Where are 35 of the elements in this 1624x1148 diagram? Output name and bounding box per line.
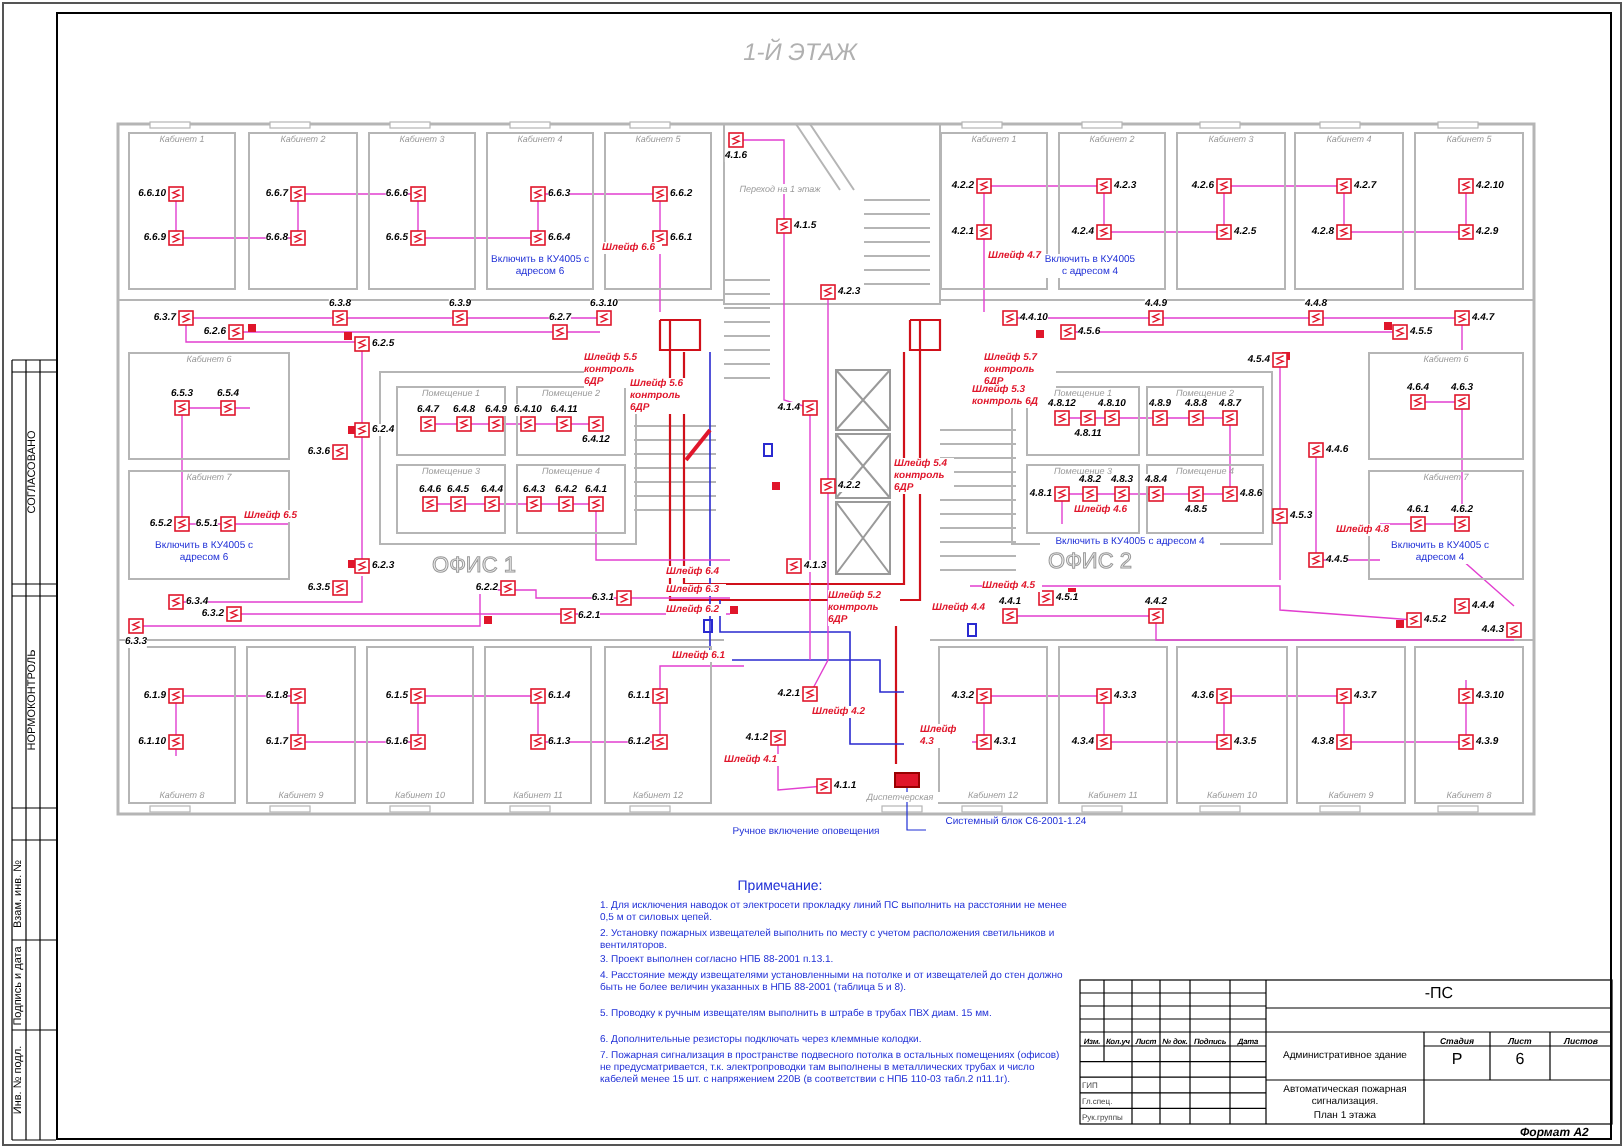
office-label: ОФИС 2 (1046, 552, 1134, 574)
room-outline (1146, 386, 1264, 456)
room-outline (1026, 464, 1140, 534)
floor-title: 1-Й ЭТАЖ (741, 40, 860, 64)
room-outline (396, 464, 506, 534)
room-outline (1176, 132, 1286, 290)
room-outline (516, 464, 626, 534)
office-label: ОФИС 1 (430, 556, 518, 578)
room-outline (248, 132, 358, 290)
room-outline (1294, 132, 1404, 290)
leader-line (906, 787, 927, 831)
room-outline (940, 132, 1048, 290)
room-outline (128, 646, 236, 804)
room-outline (396, 386, 506, 456)
room-outline (1146, 464, 1264, 534)
room-outline (366, 646, 474, 804)
room-outline (1176, 646, 1288, 804)
room-outline (246, 646, 356, 804)
document-code: -ПС (1422, 986, 1456, 1002)
system-unit-box (894, 772, 920, 788)
room-outline (486, 132, 594, 290)
room-outline (1368, 352, 1524, 460)
room-outline (604, 132, 712, 290)
room-outline (1414, 132, 1524, 290)
room-outline (1368, 470, 1524, 580)
room-outline (1296, 646, 1406, 804)
room-outline (128, 352, 290, 460)
room-outline (1058, 646, 1168, 804)
room-outline (604, 646, 712, 804)
room-outline (1414, 646, 1524, 804)
title-block-value: 6 (1513, 1052, 1527, 1068)
room-outline (484, 646, 592, 804)
title-block-value: Р (1449, 1052, 1465, 1068)
room-outline (368, 132, 476, 290)
room-outline (128, 132, 236, 290)
